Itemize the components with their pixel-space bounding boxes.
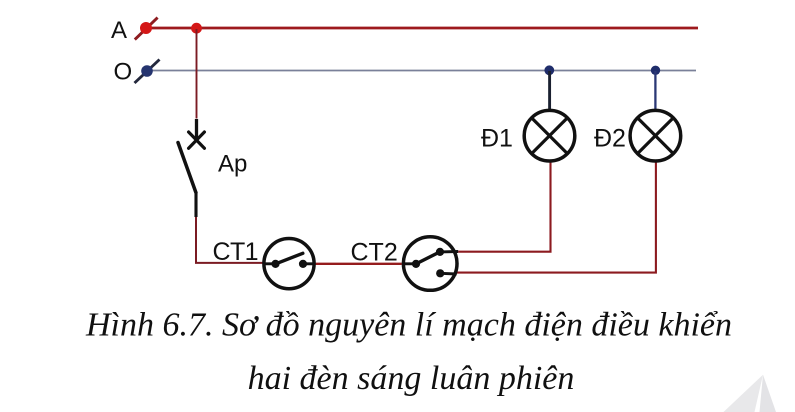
svg-text:Hình 6.7. Sơ đồ nguyên lí mạch: Hình 6.7. Sơ đồ nguyên lí mạch điện điều… <box>85 307 732 344</box>
svg-text:Đ1: Đ1 <box>481 124 513 152</box>
svg-text:CT1: CT1 <box>213 238 258 266</box>
svg-text:A: A <box>111 17 127 44</box>
svg-text:hai đèn sáng luân phiên: hai đèn sáng luân phiên <box>248 360 575 397</box>
svg-text:Ap: Ap <box>218 150 247 177</box>
svg-text:Đ2: Đ2 <box>594 124 626 152</box>
svg-text:CT2: CT2 <box>351 239 398 267</box>
svg-text:O: O <box>114 59 133 86</box>
